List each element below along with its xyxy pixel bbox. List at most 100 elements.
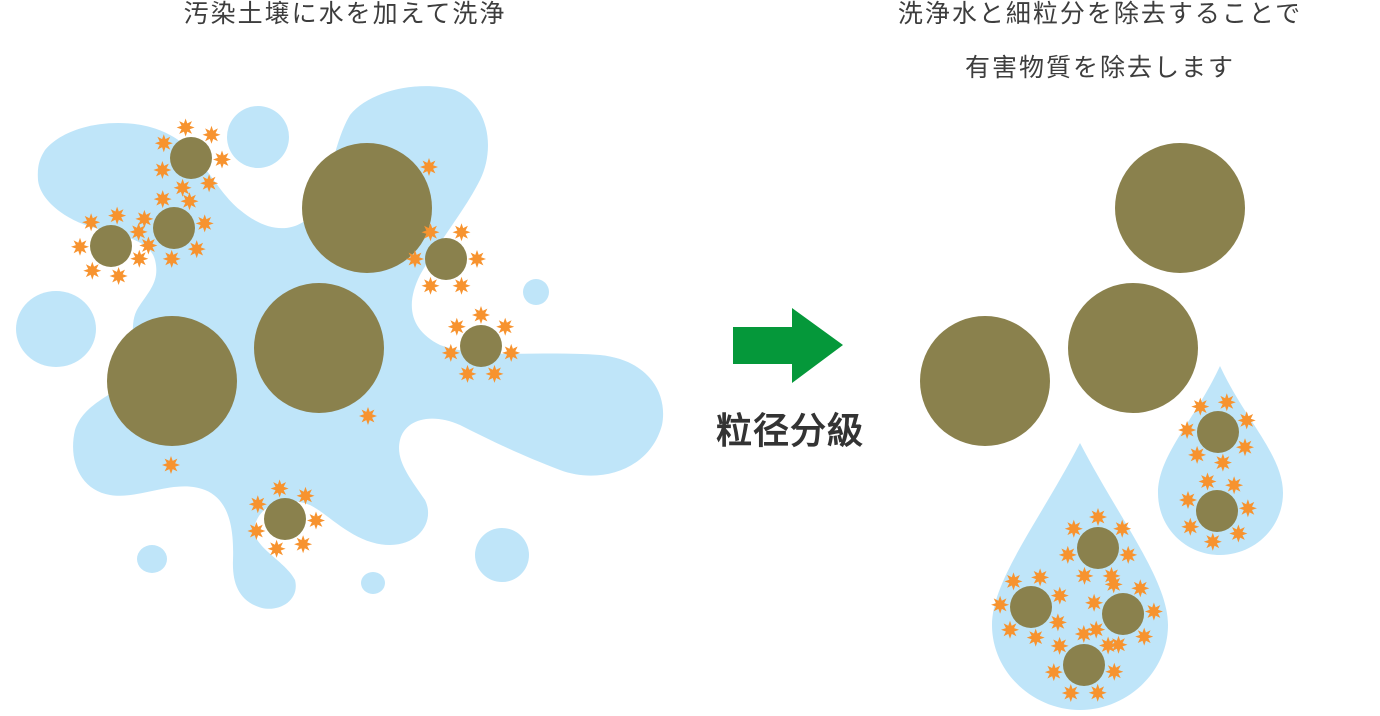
- contaminant-icon: [452, 276, 471, 295]
- caption-removal-line2: 有害物質を除去します: [964, 53, 1235, 82]
- contaminant-icon: [991, 595, 1010, 614]
- contaminant-icon: [1061, 684, 1080, 702]
- contaminant-icon: [1087, 620, 1106, 639]
- contaminant-icon: [1099, 636, 1118, 655]
- contaminant-icon: [468, 250, 486, 268]
- fine-particle: [1077, 527, 1119, 569]
- soil-particle: [153, 207, 195, 249]
- contaminant-icon: [1058, 545, 1077, 564]
- contaminant-icon: [139, 236, 158, 255]
- contaminant-icon: [1044, 663, 1063, 682]
- contaminant-icon: [153, 190, 172, 209]
- contaminant-icon: [1178, 421, 1197, 439]
- contaminant-icon: [1105, 662, 1124, 681]
- contaminant-icon: [1113, 519, 1132, 538]
- soil-particle: [1115, 143, 1245, 273]
- contaminant-icon: [200, 174, 219, 193]
- contaminant-icon: [421, 276, 440, 295]
- contaminant-icon: [502, 343, 521, 362]
- soil-particle: [1068, 283, 1198, 413]
- contaminant-icon: [154, 134, 173, 153]
- contaminant-icon: [1064, 519, 1083, 538]
- contaminant-icon: [1089, 508, 1107, 526]
- contaminant-icon: [267, 539, 286, 558]
- contaminant-icon: [270, 479, 289, 498]
- contaminant-icon: [496, 317, 515, 336]
- contaminant-icon: [71, 237, 89, 256]
- soil-particle: [170, 137, 212, 179]
- contaminant-icon: [1144, 602, 1163, 621]
- caption-washing-text: 汚染土壌に水を加えて洗浄: [183, 0, 507, 28]
- contaminant-icon: [1229, 524, 1248, 543]
- contaminant-icon: [195, 214, 214, 233]
- contaminant-icon: [130, 249, 149, 268]
- contaminant-icon: [1236, 438, 1254, 457]
- contaminant-icon: [1026, 628, 1045, 647]
- contaminant-icon: [1119, 545, 1138, 564]
- contaminant-icon: [296, 486, 315, 505]
- contaminant-icon: [1135, 627, 1154, 646]
- contaminant-icon: [447, 317, 466, 336]
- caption-washing: 汚染土壌に水を加えて洗浄: [100, 0, 590, 41]
- contaminant-icon: [162, 249, 181, 268]
- fine-particles-right: [1010, 411, 1239, 686]
- contaminant-icon: [1050, 636, 1069, 655]
- contaminant-icon: [294, 535, 313, 554]
- contaminant-icon: [247, 522, 266, 540]
- soil-particle: [107, 316, 237, 446]
- soil-particle: [302, 143, 432, 273]
- soil-particle: [920, 316, 1050, 446]
- soil-particle: [460, 325, 502, 367]
- contaminant-icon: [187, 240, 206, 259]
- soil-particle: [254, 283, 384, 413]
- contaminant-icon: [1075, 566, 1094, 585]
- contaminant-icon: [108, 206, 127, 225]
- contaminant-icon: [82, 213, 101, 232]
- contaminant-icon: [1238, 499, 1257, 518]
- contaminant-icon: [472, 306, 490, 324]
- contaminant-icon: [213, 150, 231, 169]
- soil-particles-right: [920, 143, 1245, 446]
- contaminant-icon: [1131, 579, 1150, 598]
- right-arrow-icon: [733, 308, 843, 383]
- contaminant-icon: [1001, 620, 1019, 639]
- contaminant-icon: [1181, 517, 1200, 536]
- caption-removal: 洗浄水と細粒分を除去することで 有害物質を除去します: [850, 0, 1350, 95]
- contaminant-icon: [1104, 575, 1123, 594]
- soil-particle: [425, 238, 467, 280]
- contaminant-icon: [441, 343, 460, 362]
- contaminant-icon: [153, 161, 172, 179]
- contaminant-icon: [176, 118, 195, 137]
- contaminant-icon: [1213, 453, 1232, 472]
- contaminant-icon: [1225, 476, 1244, 495]
- fine-particle: [1010, 586, 1052, 628]
- contaminant-icon: [109, 267, 128, 285]
- contaminant-icon: [421, 223, 440, 242]
- soil-particle: [90, 225, 132, 267]
- contaminant-icon: [406, 250, 424, 268]
- contaminant-icon: [1191, 397, 1210, 416]
- contaminant-icon: [248, 495, 267, 514]
- contaminant-icon: [452, 223, 471, 242]
- contaminant-icon: [420, 158, 438, 176]
- contaminant-icon: [1048, 613, 1067, 632]
- contaminant-icon: [202, 125, 221, 144]
- soil-particle: [264, 498, 306, 540]
- fine-particle: [1197, 411, 1239, 453]
- contaminant-icon: [180, 192, 199, 211]
- contaminant-icon: [1074, 625, 1093, 643]
- fine-particle: [1196, 490, 1238, 532]
- contaminant-icon: [162, 456, 180, 474]
- contaminant-icon: [129, 222, 148, 241]
- contaminant-icon: [1188, 445, 1207, 464]
- contaminant-icon: [1217, 393, 1236, 412]
- contaminant-icon: [1237, 411, 1256, 430]
- contaminant-icon: [1004, 572, 1023, 591]
- process-label: 粒径分級: [715, 411, 864, 452]
- contaminant-icon: [1203, 532, 1222, 551]
- contaminant-icon: [1050, 586, 1069, 605]
- contaminant-icon: [1031, 568, 1050, 587]
- contaminant-icon: [1085, 593, 1104, 612]
- contaminant-icon: [485, 364, 504, 383]
